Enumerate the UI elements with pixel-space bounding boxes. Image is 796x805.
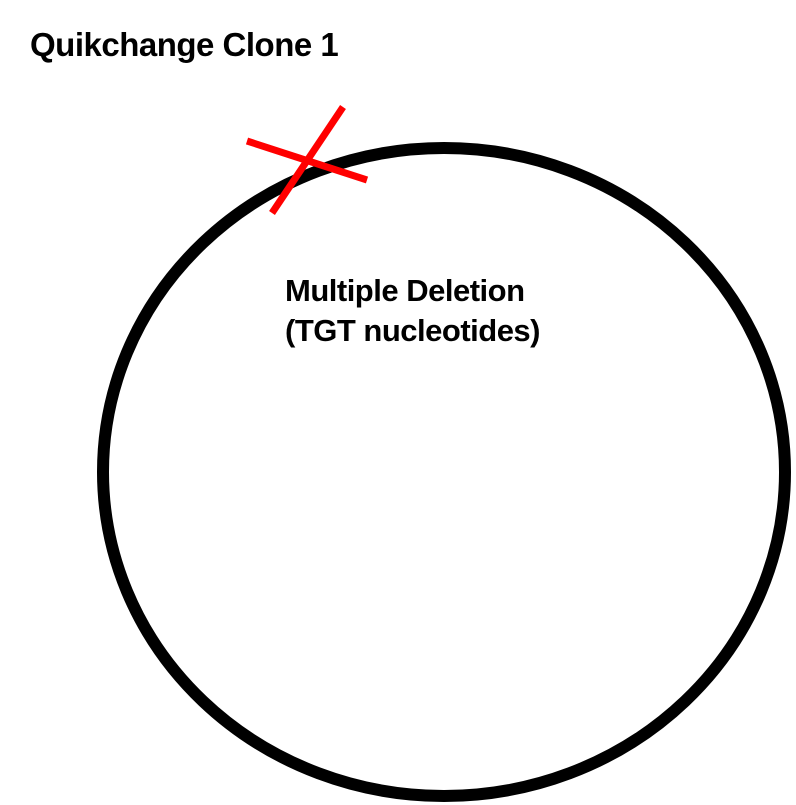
plasmid-circle bbox=[97, 142, 791, 802]
deletion-detail-label: (TGT nucleotides) bbox=[285, 313, 541, 348]
deletion-label: Multiple Deletion bbox=[285, 273, 525, 308]
diagram-title: Quikchange Clone 1 bbox=[30, 26, 339, 63]
deletion-x-mark bbox=[245, 105, 369, 215]
x-mark-stroke-2 bbox=[269, 105, 346, 215]
